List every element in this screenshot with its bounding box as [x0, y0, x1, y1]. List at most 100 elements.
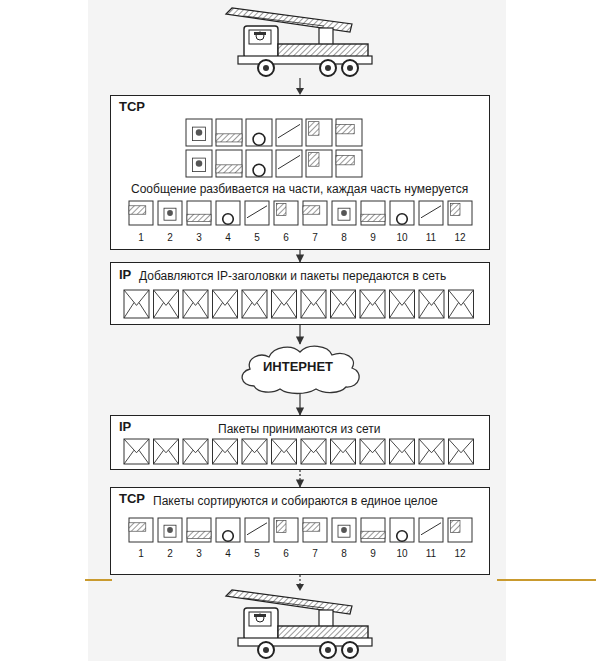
part-number: 10 — [390, 548, 414, 560]
message-piece — [276, 150, 302, 177]
protocol-name: ИНТЕРНЕТ — [263, 360, 333, 374]
ip-packet — [213, 439, 238, 464]
message-piece — [361, 201, 385, 225]
part-number: 4 — [216, 232, 240, 244]
part-number: 8 — [332, 548, 356, 560]
ip-packet — [419, 290, 444, 318]
ip-packet — [419, 439, 444, 464]
message-piece — [419, 201, 443, 225]
part-number: 9 — [361, 548, 385, 560]
protocol-name: TCP — [119, 492, 145, 506]
ip-packet — [154, 290, 179, 318]
part-number: 11 — [419, 548, 443, 560]
part-number: 8 — [332, 232, 356, 244]
ip-packet — [272, 439, 297, 464]
flow-arrow — [299, 250, 300, 262]
ip-packet — [390, 439, 415, 464]
message-piece — [216, 150, 242, 177]
message-piece — [448, 201, 472, 225]
flow-arrow — [299, 325, 300, 344]
ip-packet — [242, 439, 267, 464]
ip-packet — [183, 290, 208, 318]
message-piece — [306, 150, 332, 177]
part-number: 2 — [158, 232, 182, 244]
message-piece — [303, 518, 327, 542]
message-piece — [186, 119, 212, 146]
protocol-box: IP Добавляются IP-заголовки и пакеты пере… — [110, 262, 490, 325]
ip-packet — [301, 290, 326, 318]
message-piece — [216, 518, 240, 542]
part-number: 2 — [158, 548, 182, 560]
part-number: 12 — [448, 548, 472, 560]
message-piece — [129, 201, 153, 225]
message-piece — [276, 119, 302, 146]
message-piece — [274, 518, 298, 542]
message-piece — [129, 518, 153, 542]
message-piece — [245, 201, 269, 225]
ip-packet — [124, 290, 149, 318]
ip-packet — [390, 290, 415, 318]
part-number: 10 — [390, 232, 414, 244]
message-piece — [448, 518, 472, 542]
ip-packet — [183, 439, 208, 464]
ip-packet — [331, 290, 356, 318]
ip-packet — [301, 439, 326, 464]
step-description: Пакеты сортируются и собираются в единое… — [153, 494, 438, 508]
message-piece — [306, 119, 332, 146]
message-piece — [216, 201, 240, 225]
part-number: 3 — [187, 548, 211, 560]
step-description: Сообщение разбивается на части, каждая ч… — [131, 182, 468, 196]
ip-packet — [449, 439, 474, 464]
part-number: 9 — [361, 232, 385, 244]
message-piece — [187, 518, 211, 542]
message-piece — [158, 518, 182, 542]
ip-packet — [449, 290, 474, 318]
cloud-shape: ИНТЕРНЕТ — [236, 340, 364, 396]
ip-packet — [272, 290, 297, 318]
message-piece — [246, 119, 272, 146]
message-piece — [332, 518, 356, 542]
part-number: 12 — [448, 232, 472, 244]
part-number: 11 — [419, 232, 443, 244]
ip-packet — [242, 290, 267, 318]
message-piece — [187, 201, 211, 225]
protocol-box: TCP Сообщение разбивается на части, кажда… — [110, 95, 490, 250]
message-piece — [419, 518, 443, 542]
ip-packet — [360, 439, 385, 464]
step-description: Добавляются IP-заголовки и пакеты переда… — [139, 269, 446, 283]
part-number: 6 — [274, 232, 298, 244]
ip-packet — [360, 290, 385, 318]
message-piece — [336, 150, 362, 177]
message-piece — [390, 518, 414, 542]
part-number: 5 — [245, 548, 269, 560]
message-piece — [336, 119, 362, 146]
protocol-name: TCP — [119, 100, 145, 114]
ip-packet — [331, 439, 356, 464]
part-number: 5 — [245, 232, 269, 244]
protocol-box: IP Пакеты принимаются из сети — [110, 415, 490, 470]
protocol-box: TCP Пакеты сортируются и собираются в еди… — [110, 487, 490, 575]
part-number: 4 — [216, 548, 240, 560]
part-number: 1 — [129, 548, 153, 560]
ip-packet — [124, 439, 149, 464]
protocol-name: IP — [119, 268, 131, 282]
message-piece — [303, 201, 327, 225]
step-description: Пакеты принимаются из сети — [218, 422, 381, 436]
message-piece — [246, 150, 272, 177]
message-piece — [158, 201, 182, 225]
protocol-name: IP — [119, 420, 131, 434]
ip-packet — [154, 439, 179, 464]
part-number: 7 — [303, 548, 327, 560]
message-piece — [390, 201, 414, 225]
part-number: 3 — [187, 232, 211, 244]
flow-arrow — [299, 470, 300, 487]
message-piece — [216, 119, 242, 146]
part-number: 6 — [274, 548, 298, 560]
part-number: 7 — [303, 232, 327, 244]
message-piece — [361, 518, 385, 542]
ip-packet — [213, 290, 238, 318]
message-piece — [332, 201, 356, 225]
message-piece — [186, 150, 212, 177]
